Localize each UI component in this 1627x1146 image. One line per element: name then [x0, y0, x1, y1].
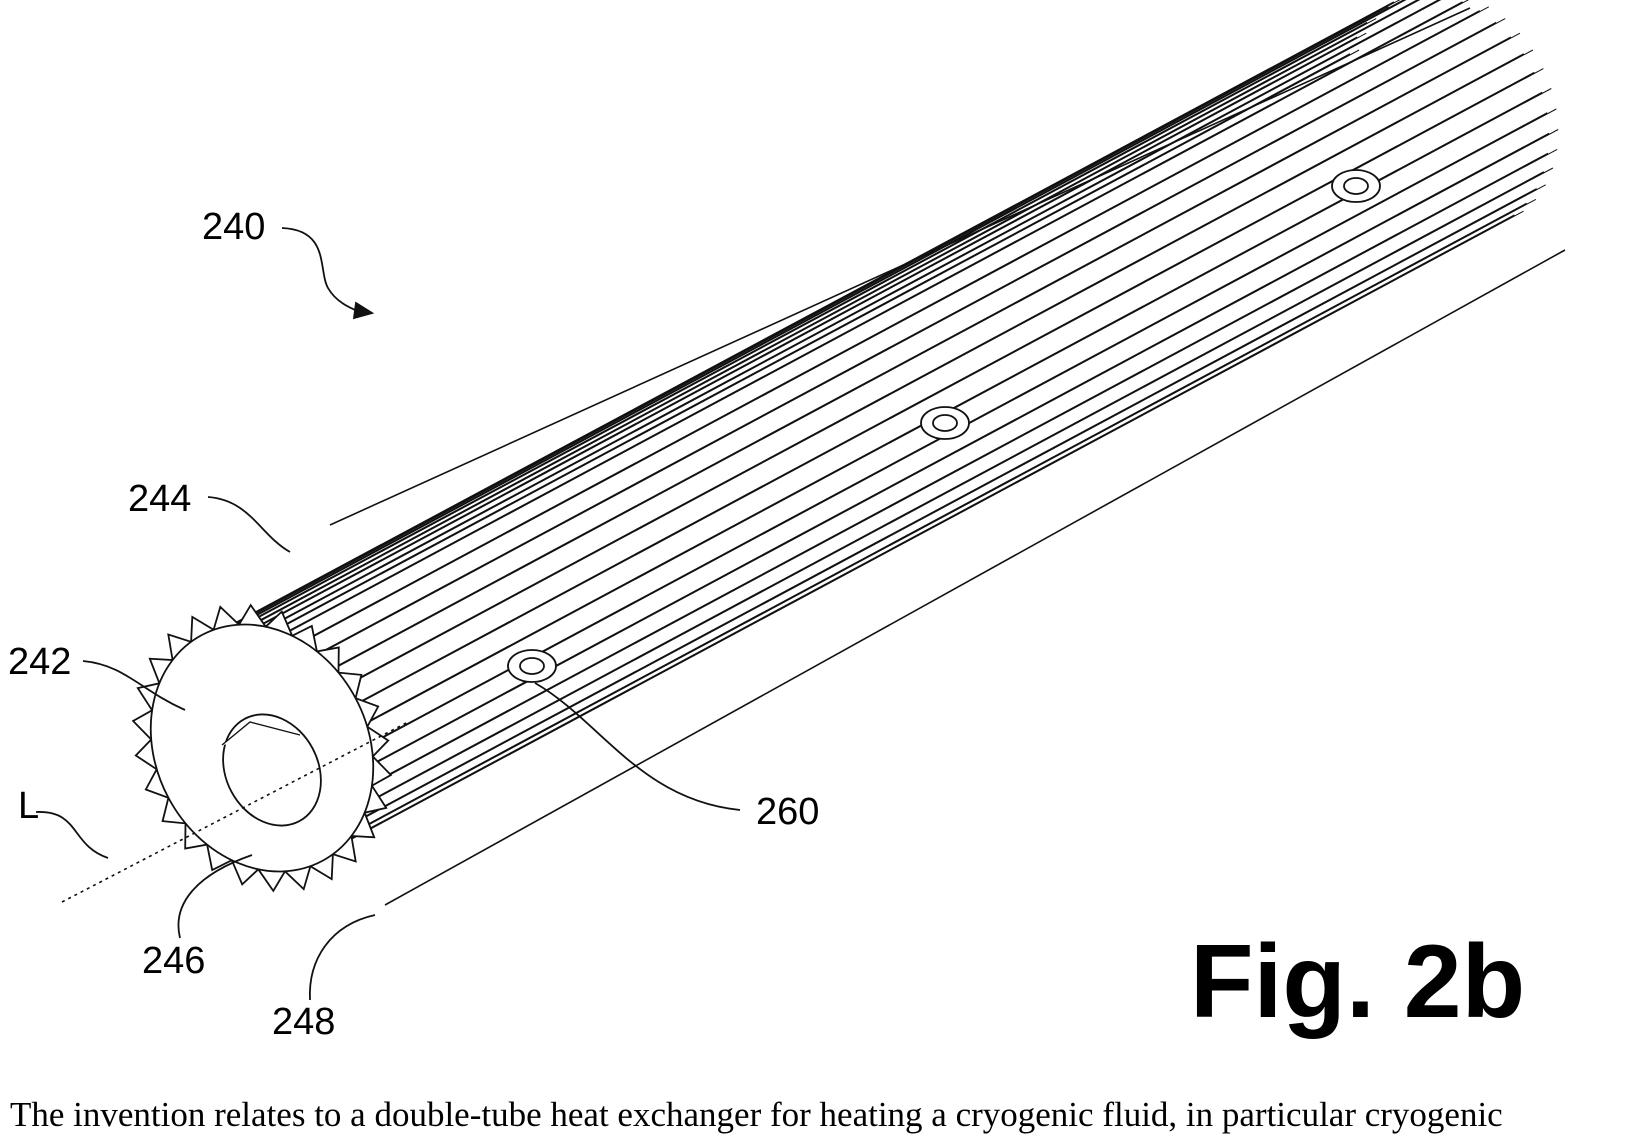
ref-label-260: 260 — [756, 793, 819, 831]
tube-top-silhouette — [330, 8, 1470, 525]
fin-line — [349, 73, 1534, 708]
caption-text: The invention relates to a double-tube h… — [10, 1092, 1625, 1138]
fin-edge-line — [181, 33, 1366, 668]
leader-240 — [282, 228, 360, 312]
fin-edge-line — [320, 19, 1505, 654]
leader-244 — [208, 497, 290, 552]
ref-label-242: 242 — [8, 643, 71, 681]
fin-line — [342, 203, 1527, 838]
ref-label-L: L — [18, 787, 39, 825]
fin-line — [311, 23, 1496, 658]
tube-end-face — [108, 585, 415, 911]
connector-boss-hole — [933, 415, 957, 431]
fin-edge-line — [287, 0, 1472, 633]
fin-line — [172, 37, 1357, 672]
fin-edge-line — [335, 33, 1520, 668]
fin-edge-line — [348, 50, 1533, 685]
leader-248 — [310, 915, 375, 1000]
fin-edge-line — [358, 69, 1543, 704]
fin-line — [326, 37, 1511, 672]
ref-label-246: 246 — [142, 942, 205, 980]
leader-260 — [535, 683, 740, 810]
connector-boss-hole — [520, 658, 544, 674]
fin-line — [182, 23, 1367, 658]
patent-drawing — [0, 0, 1627, 1075]
leader-lines — [36, 228, 740, 1000]
fin-line — [278, 2, 1463, 637]
fin-line — [209, 2, 1394, 637]
fin-edge-line — [339, 211, 1524, 846]
fin-line — [352, 189, 1537, 824]
leader-L — [36, 812, 108, 858]
figure-title: Fig. 2b — [1190, 930, 1525, 1034]
fin-edge-line — [361, 185, 1546, 820]
connector-boss-hole — [1344, 178, 1368, 194]
caption-line-1: The invention relates to a double-tube h… — [10, 1095, 1503, 1134]
arrowhead-240 — [354, 303, 372, 318]
fin-edge-line — [191, 19, 1376, 654]
ref-label-240: 240 — [202, 208, 265, 246]
ref-label-244: 244 — [128, 480, 191, 518]
ref-label-248: 248 — [272, 1003, 335, 1041]
fin-edge-line — [372, 149, 1557, 784]
fin-edge-line — [204, 7, 1389, 642]
fin-edge-line — [351, 199, 1536, 834]
